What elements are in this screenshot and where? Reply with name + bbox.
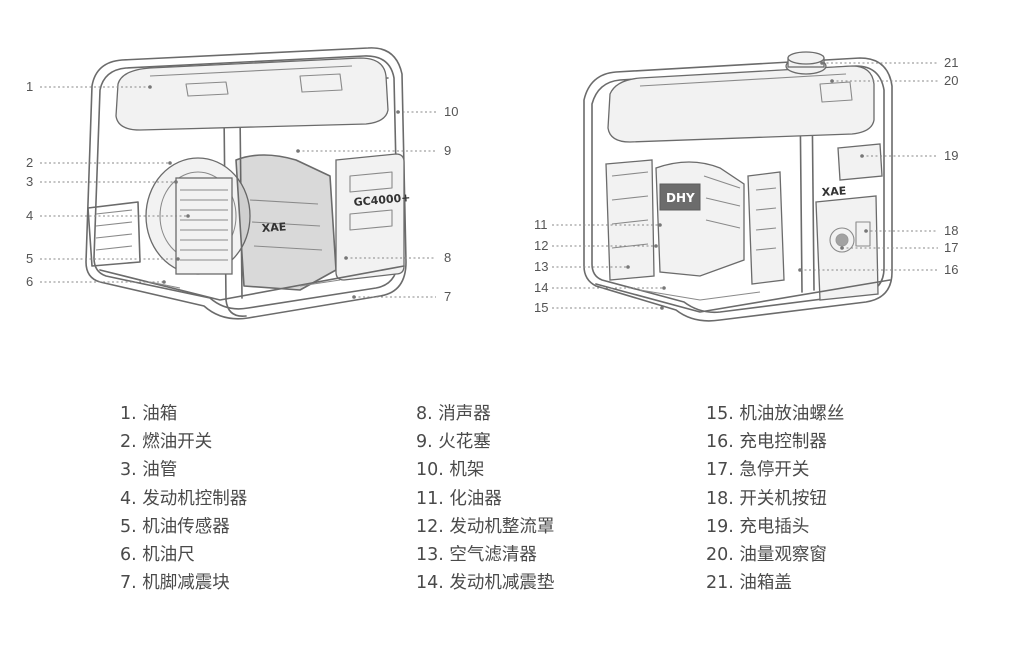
left-callout-7: 7 [444,289,451,304]
left-callout-6: 6 [26,274,33,289]
legend-item: 14. 发动机减震垫 [416,573,555,594]
legend-item: 16. 充电控制器 [706,432,827,453]
legend-column-3: 15. 机油放油螺丝 16. 充电控制器 17. 急停开关 18. 开关机按钮 … [706,400,844,597]
left-callout-4: 4 [26,208,33,223]
right-callout-19: 19 [944,148,958,163]
right-generator-illustration: DHY XAE [583,51,893,322]
legend-item: 12. 发动机整流罩 [416,516,555,537]
engine-brand-mark: DHY [666,191,695,205]
left-callout-3: 3 [26,174,33,189]
left-callout-10: 10 [444,104,458,119]
right-callouts: 11 12 13 14 15 16 17 18 19 20 21 [534,55,958,315]
legend-item: 21. 油箱盖 [706,573,792,594]
right-callout-20: 20 [944,73,958,88]
left-callout-8: 8 [444,250,451,265]
legend-item: 20. 油量观察窗 [706,545,827,566]
legend-item: 8. 消声器 [416,404,491,424]
left-callout-1: 1 [26,79,33,94]
left-brand-badge: XAE [261,220,286,235]
left-callout-2: 2 [26,155,33,170]
legend-item: 3. 油管 [120,460,178,481]
left-callout-5: 5 [26,251,33,266]
right-callout-14: 14 [534,280,548,295]
right-callout-16: 16 [944,262,958,277]
legend-item: 1. 油箱 [120,404,178,424]
legend-item: 6. 机油尺 [120,545,195,566]
left-callouts: 1 2 3 4 5 6 7 8 9 10 [26,79,458,304]
legend-item: 11. 化油器 [416,488,502,509]
right-callout-17: 17 [944,240,958,255]
right-callout-18: 18 [944,223,958,238]
legend-item: 7. 机脚减震块 [120,573,230,594]
legend-item: 17. 急停开关 [706,460,810,481]
legend-column-2: 8. 消声器 9. 火花塞 10. 机架 11. 化油器 12. 发动机整流罩 … [416,400,554,597]
legend-item: 10. 机架 [416,460,485,481]
right-callout-21: 21 [944,55,958,70]
generator-diagram: XAE GC4000+ 1 2 3 4 5 6 7 8 9 10 [26,47,958,322]
right-brand-badge: XAE [821,184,846,199]
legend-column-1: 1. 油箱 2. 燃油开关 3. 油管 4. 发动机控制器 5. 机油传感器 6… [120,400,247,597]
legend-item: 13. 空气滤清器 [416,545,537,566]
right-callout-13: 13 [534,259,548,274]
legend-item: 2. 燃油开关 [120,432,213,453]
legend-item: 18. 开关机按钮 [706,488,827,509]
left-callout-9: 9 [444,143,451,158]
legend-item: 9. 火花塞 [416,432,491,453]
legend-item: 15. 机油放油螺丝 [706,404,845,424]
legend-item: 4. 发动机控制器 [120,488,248,509]
left-machine-label: GC4000+ [353,191,411,209]
right-callout-12: 12 [534,238,548,253]
legend-item: 5. 机油传感器 [120,516,230,537]
right-callout-11: 11 [534,217,548,232]
legend-item: 19. 充电插头 [706,516,810,537]
left-generator-illustration: XAE GC4000+ [85,47,411,320]
right-callout-15: 15 [534,300,548,315]
